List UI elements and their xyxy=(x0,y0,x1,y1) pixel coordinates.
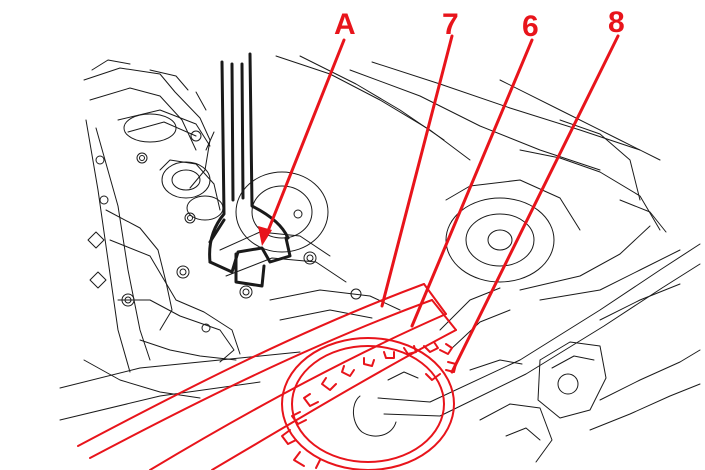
leader-7 xyxy=(380,34,454,308)
leader-a xyxy=(264,38,346,238)
arrowhead-a xyxy=(258,226,272,246)
callout-label-8: 8 xyxy=(608,6,625,39)
callout-label-6: 6 xyxy=(522,10,539,43)
callout-label-a: A xyxy=(334,8,356,41)
wrench-tool xyxy=(208,52,292,288)
engine-block-linework xyxy=(59,55,701,463)
crankshaft-sprocket xyxy=(281,337,457,470)
callout-label-7: 7 xyxy=(442,8,459,41)
leader-8 xyxy=(450,34,620,374)
arrowheads xyxy=(258,226,272,246)
callout-leaders xyxy=(264,34,620,374)
timing-belt xyxy=(77,283,457,470)
leader-6 xyxy=(410,38,534,328)
